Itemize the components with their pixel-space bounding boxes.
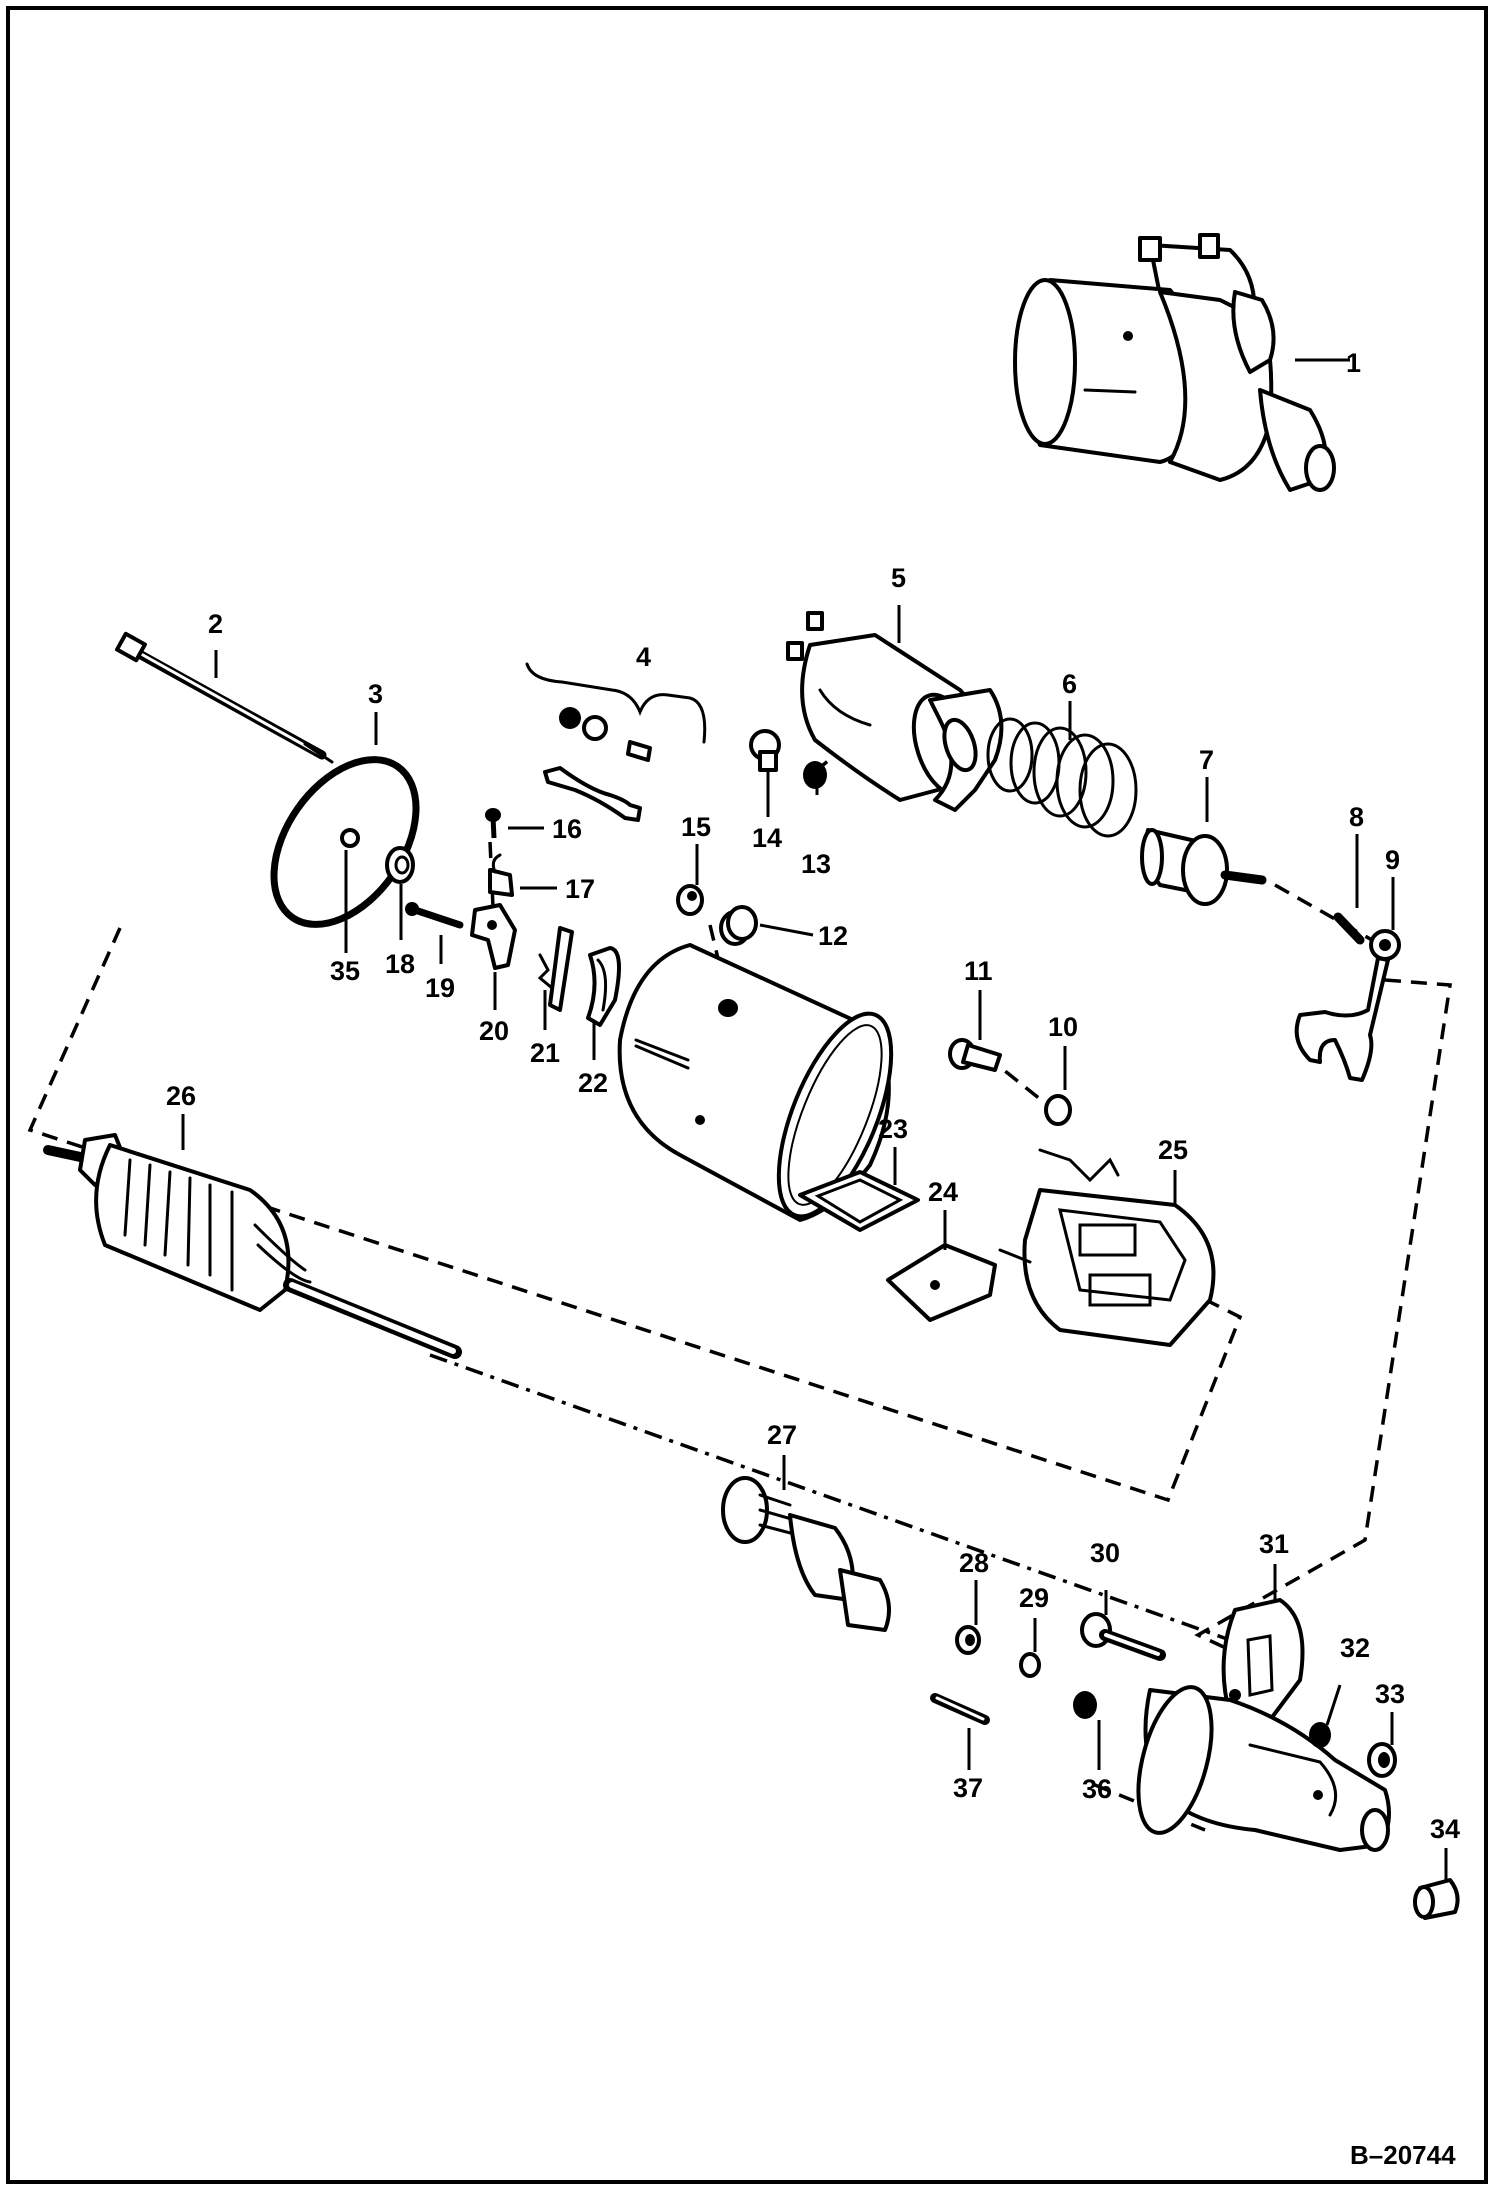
- callout-34: 34: [1430, 1814, 1460, 1844]
- part-21-spring: [537, 926, 574, 1012]
- callout-6: 6: [1062, 669, 1077, 699]
- part-23-gasket: [798, 1170, 920, 1232]
- field-frame-housing: [617, 943, 894, 1222]
- part-25-brush-holder: [998, 1148, 1216, 1347]
- callout-16: 16: [552, 814, 582, 844]
- callout-2: 2: [208, 609, 223, 639]
- callout-5: 5: [891, 563, 906, 593]
- leader-lines: [181, 358, 1448, 1880]
- part-34-bushing: [1413, 1878, 1460, 1920]
- callout-4: 4: [636, 642, 651, 672]
- callout-17: 17: [565, 874, 595, 904]
- callout-1: 1: [1346, 348, 1361, 378]
- part-30-bolt: [1080, 1612, 1166, 1661]
- callout-32: 32: [1340, 1633, 1370, 1663]
- part-4-terminal-kit: [525, 662, 707, 822]
- part-12-grommet: [719, 905, 758, 946]
- part-26-armature: [43, 1133, 462, 1359]
- callout-27: 27: [767, 1420, 797, 1450]
- callout-22: 22: [578, 1068, 608, 1098]
- part-13-nut: [803, 761, 827, 789]
- callout-20: 20: [479, 1016, 509, 1046]
- part-31-drive-housing: [1136, 1598, 1391, 1852]
- part-11-screw: [948, 1038, 1002, 1072]
- part-37-pin: [930, 1693, 990, 1725]
- part-14-screw: [749, 729, 781, 772]
- part-18-washer: [385, 846, 415, 884]
- callout-15: 15: [681, 812, 711, 842]
- part-8-pin: [1333, 912, 1365, 945]
- part-5-solenoid: [786, 611, 1004, 812]
- part-10-lock-washer: [1044, 1094, 1072, 1126]
- callout-29: 29: [1019, 1583, 1049, 1613]
- part-6-spring: [986, 717, 1138, 838]
- part-36-washer: [1073, 1691, 1097, 1719]
- callout-25: 25: [1158, 1135, 1188, 1165]
- armature-axis-line: [429, 1353, 1231, 1642]
- drawing-reference-code: B–20744: [1350, 2140, 1456, 2170]
- part-29-washer: [1019, 1652, 1041, 1678]
- part-7-plunger: [1140, 828, 1267, 906]
- callout-35: 35: [330, 956, 360, 986]
- lever-alignment-line: [1194, 978, 1453, 1652]
- callout-33: 33: [1375, 1679, 1405, 1709]
- part-28-nut: [955, 1625, 981, 1655]
- part-32-washer: [1309, 1722, 1331, 1748]
- callout-11: 11: [964, 956, 993, 986]
- callout-10: 10: [1048, 1012, 1078, 1042]
- callout-37: 37: [953, 1773, 983, 1803]
- callout-12: 12: [818, 921, 848, 951]
- callout-18: 18: [385, 949, 415, 979]
- part-22-brush: [586, 946, 621, 1027]
- part-1-starter-assembly: [1013, 233, 1336, 492]
- callout-14: 14: [752, 823, 782, 853]
- callout-21: 21: [530, 1038, 560, 1068]
- part-33-nut: [1367, 1742, 1397, 1778]
- callout-24: 24: [928, 1177, 958, 1207]
- callout-13: 13: [801, 849, 831, 879]
- part-27-drive-pinion: [721, 1476, 891, 1632]
- part-20-bracket: [470, 903, 517, 970]
- field-frame-boundary: [27, 927, 1243, 1503]
- part-16-screw: [485, 808, 501, 839]
- callout-30: 30: [1090, 1538, 1120, 1568]
- callout-19: 19: [425, 973, 455, 1003]
- part-19-screw: [405, 902, 464, 929]
- part-9-shift-lever: [1294, 929, 1401, 1082]
- callout-labels: 1 2 3 4 5 6 7 8 9 10 11 12 13 14 15 16 1…: [166, 348, 1460, 1844]
- callout-26: 26: [166, 1081, 196, 1111]
- part-24-pad: [886, 1243, 997, 1322]
- callout-36: 36: [1082, 1774, 1112, 1804]
- part-2-through-bolt: [115, 631, 334, 764]
- callout-3: 3: [368, 679, 383, 709]
- callout-8: 8: [1349, 802, 1364, 832]
- callout-28: 28: [959, 1548, 989, 1578]
- callout-23: 23: [878, 1114, 908, 1144]
- callout-9: 9: [1385, 845, 1400, 875]
- callout-31: 31: [1259, 1529, 1289, 1559]
- part-17-clip: [488, 853, 514, 897]
- callout-7: 7: [1199, 745, 1214, 775]
- part-15-terminal-nut: [676, 884, 704, 916]
